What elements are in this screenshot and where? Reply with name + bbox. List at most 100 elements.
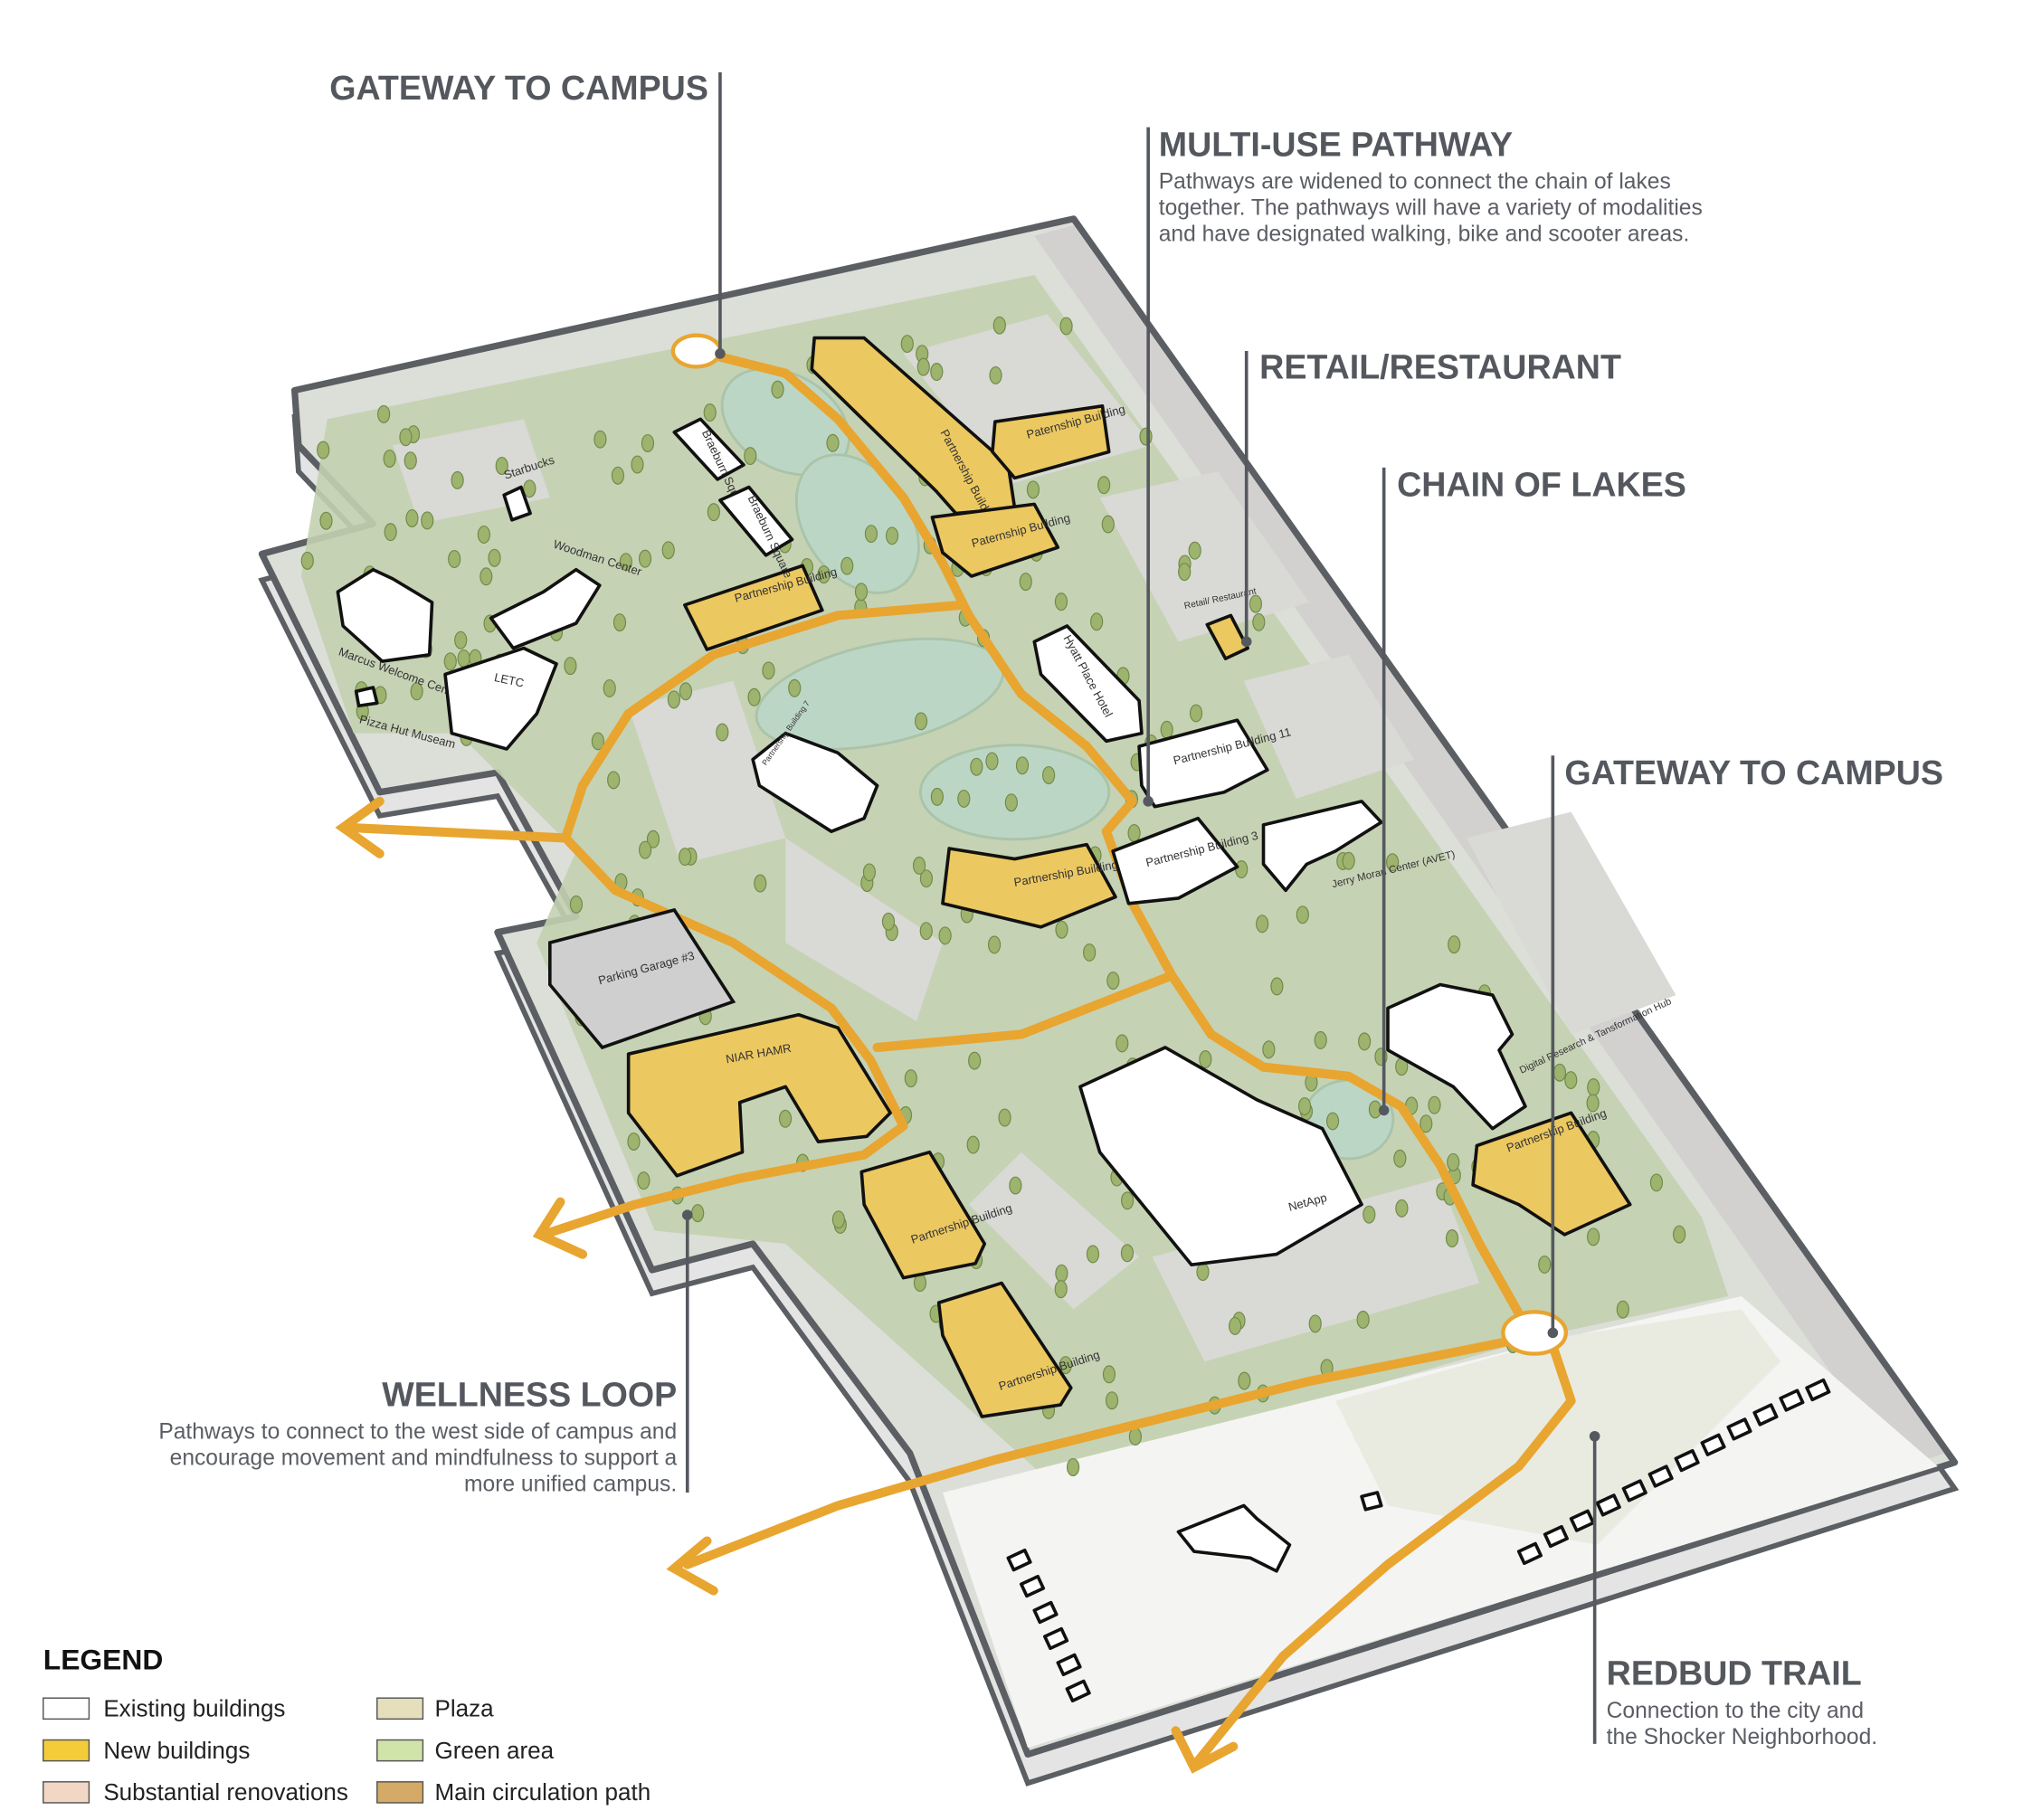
tree-icon <box>1564 1071 1578 1090</box>
tree-icon <box>885 526 899 545</box>
building-label: LETC <box>493 670 526 690</box>
building-house <box>1176 1503 1292 1573</box>
house-icon <box>1065 1679 1091 1702</box>
tree-icon <box>383 449 396 468</box>
house-icon <box>1726 1417 1752 1441</box>
main-circulation-path <box>335 346 1576 1774</box>
tree-icon <box>1105 1391 1119 1410</box>
legend-label: New buildings <box>103 1737 250 1764</box>
tree-icon <box>970 757 983 776</box>
legend-swatch-plaza <box>376 1697 424 1720</box>
house-icon <box>1516 1541 1543 1566</box>
tree-icon <box>1393 1149 1407 1168</box>
tree-icon <box>477 525 490 544</box>
tree-icon <box>992 316 1006 335</box>
legend-label: Plaza <box>434 1694 494 1721</box>
building-pizza-hut <box>354 686 379 708</box>
legend-label: Substantial renovations <box>103 1778 348 1806</box>
building-parking-garage <box>548 907 736 1050</box>
tree-icon <box>1235 860 1249 879</box>
tree-icon <box>826 433 840 452</box>
tree-icon <box>916 357 930 376</box>
tree-icon <box>454 630 468 649</box>
tree-icon <box>1019 573 1032 592</box>
tree-icon <box>1325 1112 1340 1131</box>
callout-gateway-right-title: GATEWAY TO CAMPUS <box>1564 754 1943 792</box>
tree-icon <box>1649 1173 1664 1192</box>
tree-icon <box>1160 720 1173 739</box>
building-netapp <box>1078 1046 1363 1266</box>
tree-icon <box>593 430 607 449</box>
tree-icon <box>762 661 775 680</box>
tree-icon <box>1188 541 1201 560</box>
tree-icon <box>1097 476 1111 495</box>
tree-icon <box>1059 1356 1072 1375</box>
tree-icon <box>1120 1244 1135 1263</box>
tree-icon <box>488 548 501 567</box>
tree-icon <box>1015 756 1030 775</box>
tree-icon <box>1055 1264 1068 1283</box>
tree-icon <box>1262 1040 1276 1059</box>
building-braeburn-2 <box>718 485 794 557</box>
tree-icon <box>1538 1255 1552 1274</box>
callout-retail-title: RETAIL/RESTAURANT <box>1259 347 1621 385</box>
tree-icon <box>300 551 314 570</box>
tree-icon <box>900 335 914 354</box>
tree-icon <box>637 1171 650 1190</box>
neighborhood-houses <box>1006 1378 1831 1702</box>
tree-icon <box>612 613 627 632</box>
tree-icon <box>603 678 616 697</box>
house-icon <box>1595 1493 1621 1517</box>
tree-icon <box>1009 1176 1022 1195</box>
tree-icon <box>1054 592 1068 611</box>
tree-icon <box>448 550 461 568</box>
callout-gateway-top-title: GATEWAY TO CAMPUS <box>329 69 708 107</box>
tree-icon <box>619 553 632 572</box>
tree-icon <box>707 503 720 522</box>
house-icon <box>1032 1600 1059 1625</box>
tree-icon <box>667 690 681 709</box>
building-hyatt <box>1032 624 1144 744</box>
tree-icon <box>1587 1078 1600 1097</box>
house-icon <box>1700 1433 1726 1456</box>
tree-icon <box>1228 1316 1242 1335</box>
tree-icon <box>1358 1032 1372 1051</box>
building-digital-hub <box>1386 982 1527 1131</box>
tree-icon <box>778 1109 793 1128</box>
house-icon <box>1621 1479 1647 1502</box>
tree-icon <box>1059 317 1073 336</box>
tree-icon <box>404 451 417 470</box>
tree-icon <box>864 525 878 544</box>
callout-wellness-desc: encourage movement and mindfulness to su… <box>170 1446 678 1471</box>
tree-icon <box>930 787 944 806</box>
tree-icon <box>1199 1050 1212 1069</box>
tree-icon <box>1586 1094 1600 1113</box>
tree-icon <box>919 869 934 888</box>
tree-icon <box>744 447 757 466</box>
building-partnership-west <box>683 564 824 651</box>
tree-icon <box>1448 935 1461 954</box>
tree-icon <box>1314 1030 1327 1049</box>
tree-icon <box>523 479 536 498</box>
tree-icon <box>410 682 423 701</box>
building-partnership-s2 <box>936 1281 1073 1418</box>
tree-icon <box>998 1108 1011 1127</box>
building-letc <box>443 646 558 751</box>
house-icon <box>1569 1509 1595 1532</box>
tree-icon <box>1447 1152 1460 1171</box>
tree-icon <box>1196 1263 1210 1282</box>
tree-icon <box>495 456 508 475</box>
tree-icon <box>747 687 761 706</box>
building-starbucks <box>502 485 532 522</box>
tree-icon <box>1090 612 1104 631</box>
tree-icon <box>881 912 896 931</box>
callout-multi-use-desc: and have designated walking, bike and sc… <box>1159 222 1690 246</box>
tree-icon <box>1128 1427 1142 1446</box>
tree-icon <box>627 1132 641 1151</box>
legend-swatch-existing <box>43 1697 90 1720</box>
tree-icon <box>904 1069 917 1088</box>
tree-icon <box>1083 943 1097 962</box>
tree-icon <box>1189 704 1203 723</box>
building-pb3b <box>941 842 1117 929</box>
tree-icon <box>1363 1205 1376 1224</box>
